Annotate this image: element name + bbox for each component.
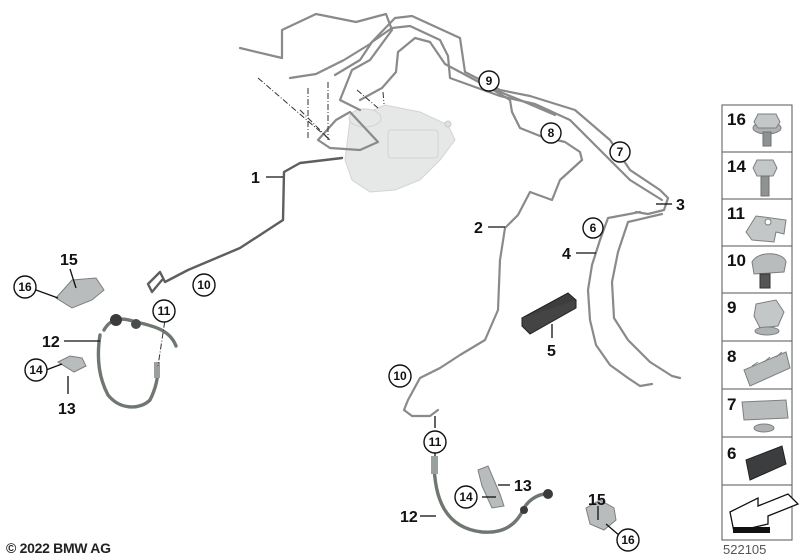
callout-1: 1 [251, 170, 260, 187]
svg-text:8: 8 [727, 347, 736, 366]
parts-legend: 16 14 11 10 [721, 104, 800, 541]
callout-13-left: 13 [58, 401, 76, 418]
callout-12-right: 12 [400, 509, 418, 526]
svg-text:7: 7 [727, 395, 736, 414]
svg-text:6: 6 [727, 444, 736, 463]
svg-text:10: 10 [727, 251, 746, 270]
copyright-text: © 2022 BMW AG [6, 540, 111, 556]
legend-item-14[interactable]: 14 [721, 151, 793, 200]
right-bracket-15 [585, 499, 617, 531]
legend-item-6[interactable]: 6 [721, 436, 793, 486]
svg-text:11: 11 [429, 435, 442, 449]
svg-text:16: 16 [727, 110, 746, 129]
triple-pipe-clip-icon [743, 351, 791, 387]
hex-bolt-icon [752, 159, 778, 197]
svg-text:9: 9 [486, 74, 493, 88]
brake-unit-ghost [344, 104, 456, 193]
upper-pipe-bundle [238, 12, 670, 216]
svg-text:14: 14 [459, 490, 473, 504]
svg-text:10: 10 [197, 278, 211, 292]
brake-pipe-4 [586, 210, 682, 388]
right-brake-hose [431, 456, 553, 534]
part-5-holder [521, 292, 577, 335]
legend-item-10[interactable]: 10 [721, 245, 793, 294]
callout-6: 6 [582, 217, 604, 239]
callout-15-left: 15 [60, 252, 78, 269]
left-bracket-15 [55, 277, 105, 309]
callout-12-left: 12 [42, 334, 60, 351]
callout-2: 2 [474, 220, 483, 237]
pipe-holder-icon [751, 253, 787, 289]
callout-7: 7 [609, 141, 631, 163]
callout-4: 4 [562, 246, 571, 263]
callout-8: 8 [540, 122, 562, 144]
dashed-connection-lines [257, 77, 385, 141]
callout-10-right: 10 [388, 364, 412, 388]
callout-14-left: 14 [24, 358, 48, 382]
left-brake-hose [96, 314, 178, 409]
legend-item-9[interactable]: 9 [721, 292, 793, 342]
svg-text:7: 7 [617, 145, 624, 159]
svg-text:6: 6 [590, 221, 597, 235]
svg-text:14: 14 [727, 157, 746, 176]
brake-pipe-2 [402, 158, 584, 418]
svg-text:8: 8 [548, 126, 555, 140]
leader-lines [35, 176, 672, 537]
callout-16-left: 16 [13, 275, 37, 299]
svg-text:11: 11 [158, 304, 171, 318]
callout-16-right: 16 [616, 528, 640, 552]
direction-arrow-icon [729, 493, 800, 533]
hex-flange-bolt-icon [752, 113, 782, 147]
legend-item-16[interactable]: 16 [721, 104, 793, 153]
diagram-id: 522105 [723, 542, 767, 557]
callout-11-left: 11 [152, 299, 176, 323]
callout-11-right: 11 [423, 430, 447, 454]
callout-3: 3 [676, 197, 685, 214]
callout-14-right: 14 [454, 485, 478, 509]
pipe-clip-icon [745, 215, 787, 243]
brake-pipe-1 [146, 156, 344, 294]
legend-item-7[interactable]: 7 [721, 388, 793, 438]
svg-text:16: 16 [621, 533, 635, 547]
double-pipe-clip-icon [741, 399, 789, 433]
callout-10-left: 10 [192, 273, 216, 297]
single-pipe-clip-icon [753, 299, 785, 336]
left-bracket-13 [56, 355, 87, 373]
svg-text:11: 11 [727, 204, 745, 223]
legend-item-arrow[interactable] [721, 484, 800, 541]
callout-9: 9 [478, 70, 500, 92]
svg-text:16: 16 [18, 280, 32, 294]
svg-text:9: 9 [727, 298, 736, 317]
right-bracket-13 [477, 465, 505, 509]
legend-item-11[interactable]: 11 [721, 198, 793, 247]
svg-text:10: 10 [393, 369, 407, 383]
svg-text:14: 14 [29, 363, 43, 377]
black-pipe-holder-icon [745, 445, 787, 481]
callout-5: 5 [547, 343, 556, 360]
callout-13-right: 13 [514, 478, 532, 495]
legend-item-8[interactable]: 8 [721, 340, 793, 390]
callout-15-right: 15 [588, 492, 606, 509]
